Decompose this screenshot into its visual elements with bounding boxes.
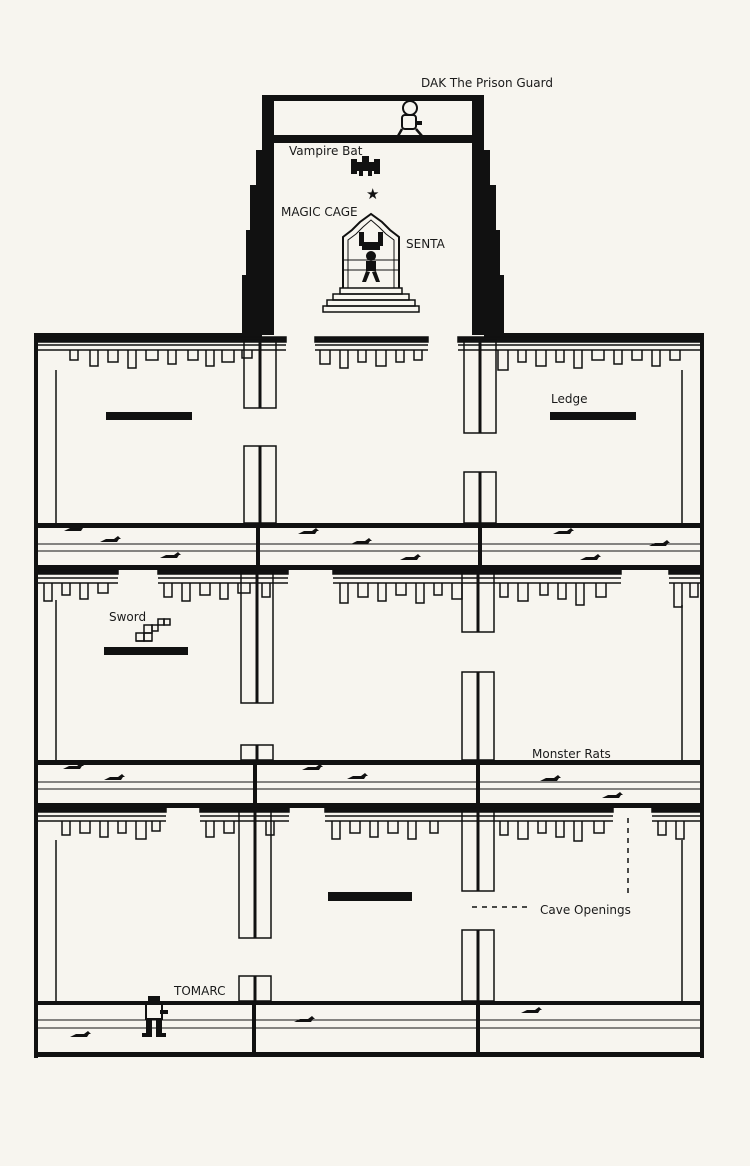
ceiling-row-2	[38, 570, 701, 607]
magic-cage-label: MAGIC CAGE	[281, 205, 358, 219]
dak-label: DAK The Prison Guard	[421, 76, 553, 90]
cage-steps	[323, 288, 419, 312]
rat-icon	[100, 536, 121, 542]
monster-rats	[63, 525, 670, 1037]
rat-icon	[351, 538, 372, 544]
rat-icon	[649, 540, 670, 546]
floor-band-3	[34, 1001, 701, 1056]
ledge-label: Ledge	[551, 392, 587, 406]
senta-icon	[359, 232, 383, 282]
rat-icon	[602, 792, 623, 798]
rat-icon	[540, 775, 561, 781]
rat-icon	[521, 1007, 542, 1013]
rat-icon	[553, 528, 574, 534]
rat-icon	[580, 554, 601, 560]
rat-icon	[298, 528, 319, 534]
rat-icon	[104, 774, 125, 780]
dungeon-frame	[34, 333, 704, 1058]
floor-band-1	[37, 523, 701, 570]
rat-icon	[160, 552, 181, 558]
monster-rats-label: Monster Rats	[532, 747, 611, 761]
vampire-bat-label: Vampire Bat	[289, 144, 363, 158]
rat-icon	[70, 1031, 91, 1037]
rat-icon	[400, 554, 421, 560]
senta-label: SENTA	[406, 237, 446, 251]
star-icon: ★	[366, 185, 379, 203]
tomarc-label: TOMARC	[173, 984, 225, 998]
rat-icon	[294, 1016, 315, 1022]
ladders	[239, 340, 496, 1001]
cave-openings-label: Cave Openings	[540, 903, 631, 917]
rat-icon	[347, 773, 368, 779]
sword-label: Sword	[109, 610, 146, 624]
vampire-bat-icon	[351, 156, 380, 176]
dak-guard-icon	[398, 101, 422, 136]
ceiling-row-1	[38, 337, 701, 370]
floor-band-2	[37, 760, 701, 808]
ceiling-row-3	[38, 808, 701, 841]
